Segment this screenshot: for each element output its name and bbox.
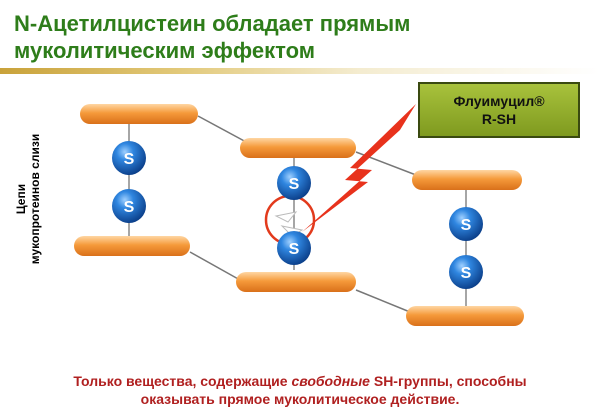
sulfur-atom: S — [449, 207, 483, 241]
chain-link — [189, 251, 241, 281]
svg-text:S: S — [461, 265, 472, 282]
axis-label-line-2: мукопротеинов слизи — [28, 133, 42, 265]
chain-link — [355, 289, 411, 313]
sulfur-atom: S — [277, 166, 311, 200]
axis-label-line-1: Цепи — [14, 183, 28, 215]
sulfur-atom: S — [449, 255, 483, 289]
chain-axis-label: Цепи мукопротеинов слизи — [14, 107, 42, 291]
lightning-bolt-icon — [302, 104, 416, 232]
svg-text:S: S — [461, 217, 472, 234]
footer-text: Только вещества, содержащие — [73, 373, 292, 389]
footer-text: SH-группы, способны — [369, 373, 527, 389]
cleavage-arrows-icon — [274, 211, 304, 237]
page-title: N-Ацетилцистеин обладает прямым муколити… — [14, 10, 410, 64]
svg-text:S: S — [124, 199, 135, 216]
callout-drug-name: Флуимуцил® — [453, 93, 545, 109]
chain-bar — [406, 306, 524, 326]
title-line-2: муколитическим эффектом — [14, 38, 316, 63]
svg-text:S: S — [124, 151, 135, 168]
mucoprotein-chains — [74, 104, 524, 326]
chain-link — [197, 115, 249, 144]
title-underline — [0, 68, 600, 74]
chain-bar — [236, 272, 356, 292]
svg-text:S: S — [289, 241, 300, 258]
footer-emphasis: свободные — [291, 373, 370, 389]
sulfur-atom: S — [112, 189, 146, 223]
callout-formula: R-SH — [481, 111, 517, 127]
chain-bar — [80, 104, 198, 124]
footer-note: Только вещества, содержащие свободные SH… — [0, 372, 600, 408]
sulfur-atom: S — [277, 231, 311, 265]
chain-bar — [74, 236, 190, 256]
chain-bar — [240, 138, 356, 158]
chain-bar — [412, 170, 522, 190]
sulfur-atom: S — [112, 141, 146, 175]
footer-line-2: оказывать прямое муколитическое действие… — [140, 391, 460, 407]
footer-line-1: Только вещества, содержащие свободные SH… — [0, 372, 600, 390]
svg-text:S: S — [289, 176, 300, 193]
sulfur-atoms: S S S S S S — [112, 141, 483, 289]
chain-links — [189, 115, 417, 313]
drug-callout-box: Флуимуцил® R-SH — [418, 82, 580, 138]
title-line-1: N-Ацетилцистеин обладает прямым — [14, 11, 411, 36]
